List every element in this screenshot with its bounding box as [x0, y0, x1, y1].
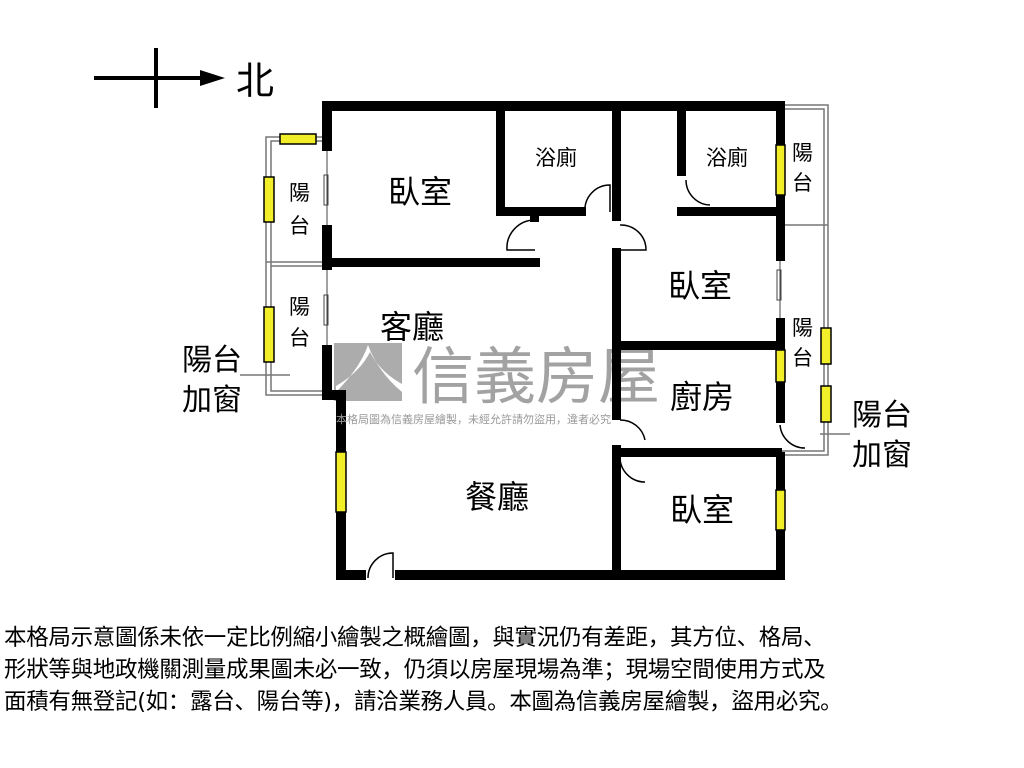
room-bedroom-1: 臥室 [388, 173, 452, 211]
room-bath-2: 浴廁 [706, 146, 748, 170]
annotation-left-1: 陽台 [182, 343, 242, 378]
room-dining: 餐廳 [465, 478, 529, 516]
balcony-left-bottom-char2: 台 [289, 326, 310, 350]
balcony-right-mid-char2: 台 [792, 346, 813, 370]
watermark-notice: 本格局圖為信義房屋繪製，未經允許請勿盜用，違者必究 [336, 412, 611, 426]
windows [263, 133, 832, 531]
watermark-brand: 信義房屋 [412, 340, 660, 413]
annotation-left-2: 加窗 [182, 383, 242, 418]
arrow-icon [200, 70, 225, 86]
doors [367, 179, 806, 579]
floor-plan: 北 信義房屋 [94, 48, 912, 580]
room-bath-1: 浴廁 [535, 146, 577, 170]
disclaimer: 本格局示意圖係未依一定比例縮小繪製之概繪圖，與實況仍有差距，其方位、格局、 形狀… [4, 622, 1024, 718]
balcony-left-top: 陽 [289, 181, 310, 205]
room-bedroom-2: 臥室 [668, 267, 732, 305]
balcony-top-right: 陽 [792, 141, 813, 165]
compass: 北 [94, 48, 274, 108]
room-bedroom-3: 臥室 [670, 491, 734, 529]
room-kitchen: 廚房 [670, 378, 734, 416]
disclaimer-line: 本格局示意圖係未依一定比例縮小繪製之概繪圖，與實況仍有差距，其方位、格局、 [4, 625, 826, 651]
room-living: 客廳 [380, 308, 444, 346]
north-label: 北 [236, 59, 274, 103]
balcony-top-right-char2: 台 [792, 171, 813, 195]
annotation-right-1: 陽台 [852, 398, 912, 433]
balcony-left-top-char2: 台 [289, 214, 310, 238]
sliding-doors [323, 151, 782, 345]
balcony-right-mid: 陽 [792, 316, 813, 340]
annotation-right-2: 加窗 [852, 438, 912, 473]
balcony-left-bottom: 陽 [289, 295, 310, 319]
watermark: 信義房屋 [334, 340, 660, 413]
disclaimer-line: 面積有無登記(如：露台、陽台等)，請洽業務人員。本圖為信義房屋繪製，盜用必究。 [4, 689, 843, 715]
disclaimer-line: 形狀等與地政機關測量成果圖未必一致，仍須以房屋現場為準；現場空間使用方式及 [4, 657, 826, 683]
